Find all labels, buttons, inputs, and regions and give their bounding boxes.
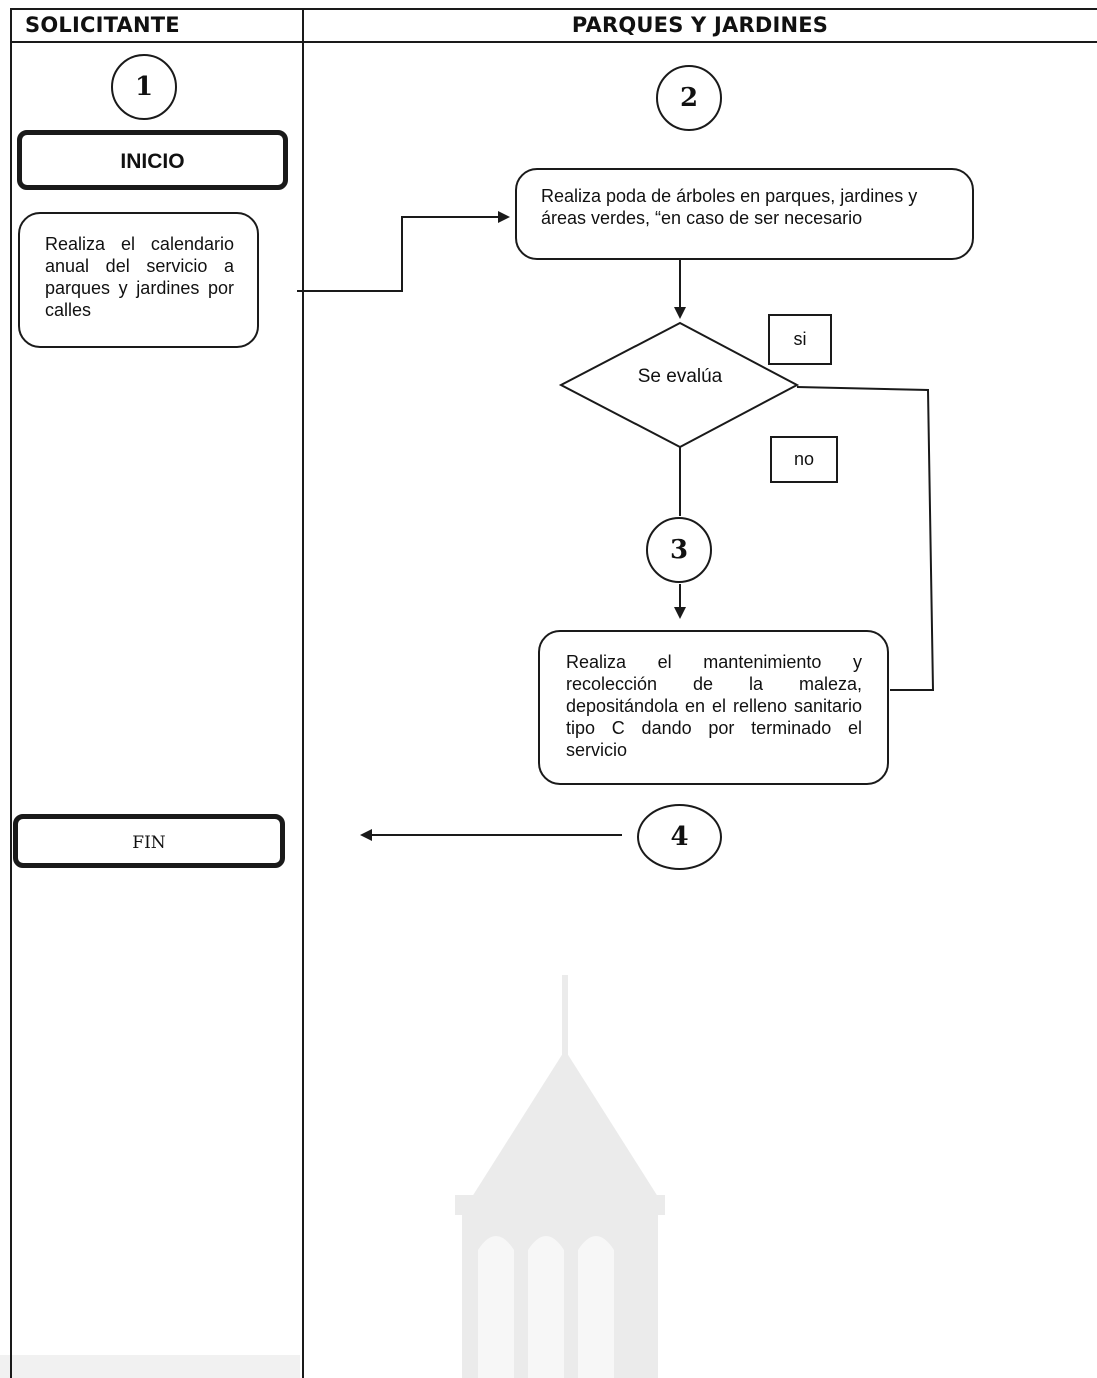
end-label: FIN <box>132 833 166 853</box>
connector-4: 4 <box>637 804 722 870</box>
swimlane-grid <box>10 8 1097 1378</box>
connector-1: 1 <box>111 54 177 120</box>
process-poda: Realiza poda de árboles en parques, jard… <box>515 168 974 260</box>
process-mantenimiento-text: Realiza el mantenimiento y recolección d… <box>566 652 862 760</box>
process-calendario: Realiza el calendario anual del servicio… <box>18 212 259 348</box>
process-mantenimiento: Realiza el mantenimiento y recolección d… <box>538 630 889 785</box>
flow-lines <box>297 211 935 841</box>
decision-label: Se evalúa <box>637 366 723 387</box>
lane-header-solicitante: SOLICITANTE <box>25 13 180 37</box>
process-poda-text: Realiza poda de árboles en parques, jard… <box>541 186 918 228</box>
flow-calendario-to-poda <box>297 211 510 292</box>
branch-label-si: si <box>768 314 832 365</box>
start-label: INICIO <box>120 150 185 173</box>
lane-header-parques-y-jardines: PARQUES Y JARDINES <box>571 13 829 37</box>
start-terminal: INICIO <box>17 130 288 190</box>
end-terminal: FIN <box>13 814 285 868</box>
connector-3: 3 <box>646 517 712 583</box>
flow-decision-yes-loop <box>796 386 935 691</box>
branch-label-no: no <box>770 436 838 483</box>
connector-2: 2 <box>656 65 722 131</box>
process-calendario-text: Realiza el calendario anual del servicio… <box>45 234 234 320</box>
bell-tower-watermark <box>0 975 665 1378</box>
